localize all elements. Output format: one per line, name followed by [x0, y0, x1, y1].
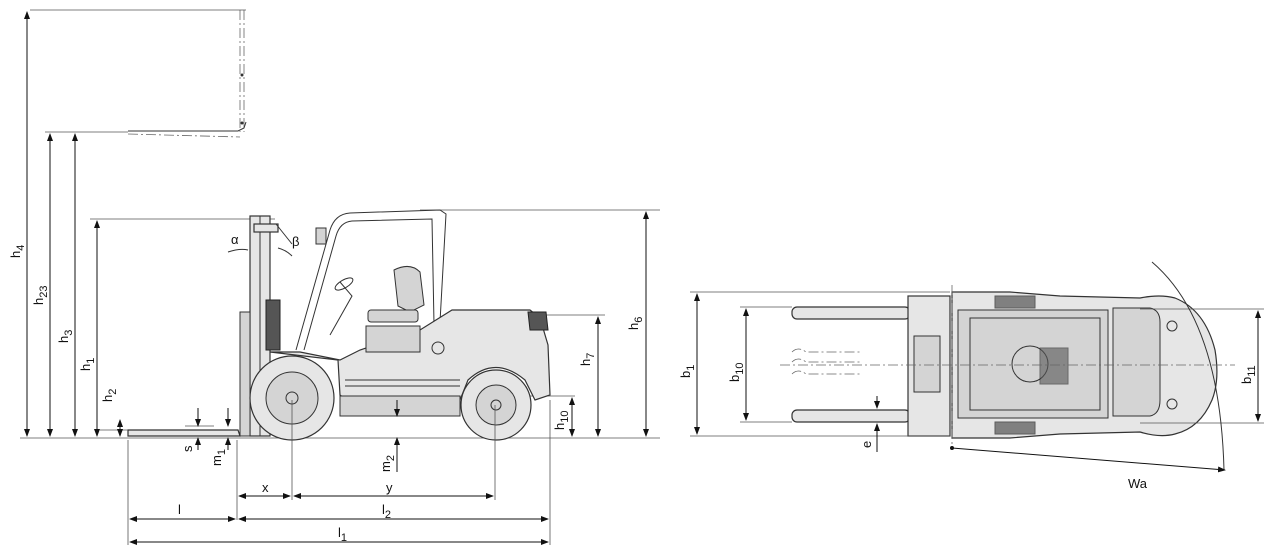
- label-h6: h6: [626, 317, 645, 330]
- label-m1: m1: [209, 449, 228, 466]
- label-h1: h1: [78, 358, 97, 371]
- label-l: l: [178, 502, 181, 517]
- front-wheel: [249, 355, 335, 441]
- rear-wheel: [460, 369, 532, 441]
- label-b11: b11: [1239, 365, 1258, 384]
- label-m2: m2: [378, 455, 397, 472]
- label-beta: β: [292, 234, 299, 249]
- label-h10: h10: [552, 411, 571, 430]
- label-h2: h2: [100, 389, 119, 402]
- label-l1: l1: [338, 525, 347, 544]
- label-h23: h23: [31, 286, 50, 305]
- chassis: [269, 309, 551, 417]
- side-view: h4 h23 h3 h1 h2 s m1 m2 h6 h7 h10 α β x …: [8, 9, 660, 545]
- label-h3: h3: [56, 330, 75, 343]
- fork: [100, 425, 241, 437]
- label-Wa: Wa: [1128, 476, 1148, 491]
- top-view: b1 b10 b11 e Wa: [678, 261, 1264, 491]
- label-x: x: [262, 480, 269, 495]
- label-h7: h7: [578, 353, 597, 366]
- overhead-guard: [295, 209, 447, 351]
- top-forks: [791, 306, 911, 423]
- label-alpha: α: [231, 232, 239, 247]
- label-b1: b1: [678, 365, 697, 378]
- label-l2: l2: [382, 502, 391, 521]
- label-b10: b10: [727, 363, 746, 382]
- label-e: e: [859, 441, 874, 448]
- label-s: s: [180, 445, 195, 452]
- label-h4: h4: [8, 245, 27, 258]
- label-y: y: [386, 480, 393, 495]
- raised-fork-outline: [30, 9, 247, 138]
- seat-steering: [329, 266, 425, 336]
